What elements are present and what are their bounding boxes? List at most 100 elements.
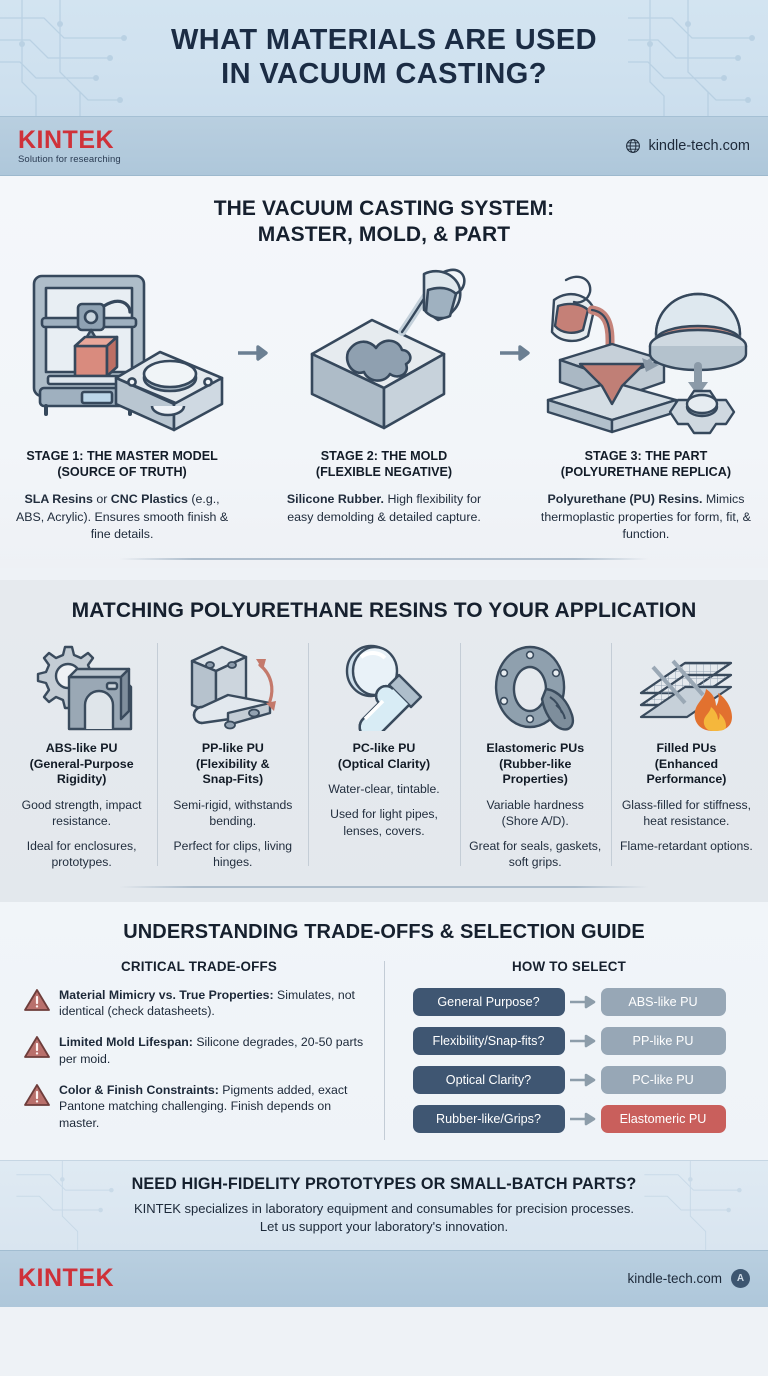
section-matching-resins: MATCHING POLYURETHANE RESINS TO YOUR APP… xyxy=(0,579,768,903)
stage-3-caption: STAGE 3: THE PART (POLYURETHANE REPLICA) xyxy=(561,449,731,481)
resin-pc-like-pu: PC-like PU (Optical Clarity) Water-clear… xyxy=(308,639,459,870)
stage-1-material-1: SLA Resins xyxy=(24,491,93,506)
resin-5-p2: Flame-retardant options. xyxy=(620,839,753,854)
resin-1-name: ABS-like PU (General-Purpose Rigidity) xyxy=(30,741,134,788)
gasket-ring-icon xyxy=(495,646,575,731)
resin-4-name-line2: (Rubber-like xyxy=(499,756,572,771)
page-title-line2: IN VACUUM CASTING? xyxy=(221,58,547,90)
stage-2-material: Silicone Rubber. xyxy=(286,491,384,506)
section3-title: UNDERSTANDING TRADE-OFFS & SELECTION GUI… xyxy=(123,921,645,944)
footer-badge-letter: A xyxy=(736,1272,745,1284)
arrow-right-icon xyxy=(569,1073,595,1086)
selection-question[interactable]: Flexibility/Snap-fits? xyxy=(412,1026,565,1055)
flow-arrow xyxy=(565,1112,601,1126)
page-header: WHAT MATERIALS ARE USED IN VACUUM CASTIN… xyxy=(0,0,768,116)
stage-3-body: Polyurethane (PU) Resins. Mimics thermop… xyxy=(534,491,758,544)
site-url[interactable]: kindle-tech.com xyxy=(625,138,750,154)
selection-row: Flexibility/Snap-fits? PP-like PU xyxy=(394,1026,744,1055)
resin-2-p1: Semi-rigid, withstands bending. xyxy=(173,797,293,828)
globe-icon xyxy=(626,139,641,153)
tradeoff-item: Limited Mold Lifespan: Silicone degrades… xyxy=(24,1034,374,1067)
page-title: WHAT MATERIALS ARE USED IN VACUUM CASTIN… xyxy=(171,24,597,92)
how-to-select-column: HOW TO SELECT General Purpose? ABS-like … xyxy=(384,959,754,1146)
tradeoff-item: Material Mimicry vs. True Properties: Si… xyxy=(24,987,374,1020)
resin-4-p1: Variable hardness (Shore A/D). xyxy=(486,797,584,828)
stage-1-body: SLA Resins or CNC Plastics (e.g., ABS, A… xyxy=(10,491,234,544)
warning-triangle-icon xyxy=(24,1084,50,1106)
resin-5-name-line3: Performance) xyxy=(646,772,727,787)
selection-row: General Purpose? ABS-like PU xyxy=(394,987,744,1016)
stage-3-caption-line1: STAGE 3: THE PART xyxy=(584,449,708,464)
resin-2-name: PP-like PU (Flexibility & Snap-Fits) xyxy=(196,741,270,788)
footer-site-text: kindle-tech.com xyxy=(627,1271,722,1287)
section-tradeoffs-selection: UNDERSTANDING TRADE-OFFS & SELECTION GUI… xyxy=(0,902,768,1161)
stage-1-caption: STAGE 1: THE MASTER MODEL (SOURCE OF TRU… xyxy=(26,449,217,481)
resin-pp-like-pu: PP-like PU (Flexibility & Snap-Fits) Sem… xyxy=(157,639,308,870)
resin-2-illustration xyxy=(180,639,286,731)
stage-1-conjunction: or xyxy=(92,491,111,506)
site-url-text: kindle-tech.com xyxy=(648,138,750,154)
kintek-tagline: Solution for researching xyxy=(18,153,121,165)
resin-5-name: Filled PUs (Enhanced Performance) xyxy=(646,741,726,788)
glass-fill-flame-icon xyxy=(640,660,733,732)
selection-answer[interactable]: PC-like PU xyxy=(600,1065,726,1094)
warning-triangle-icon xyxy=(24,1036,50,1059)
stage-2-caption: STAGE 2: THE MOLD (FLEXIBLE NEGATIVE) xyxy=(316,449,452,481)
flow-arrow xyxy=(565,1073,601,1087)
selection-question[interactable]: Optical Clarity? xyxy=(412,1065,565,1094)
arrow-right-icon xyxy=(238,345,268,361)
3d-printer-and-master-icon xyxy=(32,274,223,432)
stage-2-caption-line2: (FLEXIBLE NEGATIVE) xyxy=(315,465,453,480)
resin-4-name-line3: Properties) xyxy=(502,772,568,787)
stage-2: STAGE 2: THE MOLD (FLEXIBLE NEGATIVE) Si… xyxy=(272,263,496,526)
footer-bar: KINTEK kindle-tech.com A xyxy=(0,1249,768,1307)
stage-arrow-1 xyxy=(234,263,272,443)
arrow-right-icon xyxy=(569,1112,595,1125)
cta-banner: NEED HIGH-FIDELITY PROTOTYPES OR SMALL-B… xyxy=(0,1160,768,1250)
resin-1-p2: Ideal for enclosures, prototypes. xyxy=(26,839,137,870)
section-divider-1 xyxy=(119,557,649,560)
selection-question[interactable]: General Purpose? xyxy=(412,987,565,1016)
selection-flow: General Purpose? ABS-like PU Flexibility… xyxy=(394,987,744,1133)
cta-line2: Let us support your laboratory's innovat… xyxy=(259,1218,509,1234)
tradeoffs-columns: CRITICAL TRADE-OFFS Material Mimicry vs.… xyxy=(0,959,768,1146)
resin-1-name-line2: (General-Purpose xyxy=(29,756,134,771)
tradeoff-text: Color & Finish Constraints: Pigments add… xyxy=(59,1082,374,1131)
resin-1-p1: Good strength, impact resistance. xyxy=(21,797,142,828)
selection-answer[interactable]: ABS-like PU xyxy=(600,987,726,1016)
stage-3-illustration xyxy=(538,263,753,443)
selection-row: Rubber-like/Grips? Elastomeric PU xyxy=(394,1104,744,1133)
resin-5-illustration xyxy=(633,639,739,732)
arrow-right-icon xyxy=(569,995,595,1008)
selection-row: Optical Clarity? PC-like PU xyxy=(394,1065,744,1094)
resin-3-p2: Used for light pipes, lenses, covers. xyxy=(330,807,438,838)
critical-tradeoffs-heading: CRITICAL TRADE-OFFS xyxy=(120,958,278,974)
stage-arrow-2 xyxy=(496,263,534,443)
flow-arrow xyxy=(565,995,601,1009)
arrow-right-icon xyxy=(569,1034,595,1047)
resin-4-name-line1: Elastomeric PUs xyxy=(486,741,585,756)
footer-badge-icon: A xyxy=(731,1269,750,1289)
tradeoff-detail: Silicone degrades, 20-50 parts per moid. xyxy=(59,1035,364,1066)
selection-answer[interactable]: PP-like PU xyxy=(600,1026,726,1055)
selection-question[interactable]: Rubber-like/Grips? xyxy=(412,1104,565,1133)
tradeoff-detail: Simulates, not identical (check datashee… xyxy=(59,987,355,1018)
resin-1-name-line3: Rigidity) xyxy=(56,772,107,787)
resin-4-illustration xyxy=(482,639,588,731)
tradeoff-text: Limited Mold Lifespan: Silicone degrades… xyxy=(59,1034,374,1067)
resin-3-p1: Water-clear, tintable. xyxy=(328,782,440,797)
stage-1-caption-line1: STAGE 1: THE MASTER MODEL xyxy=(26,449,218,464)
section1-title: THE VACUUM CASTING SYSTEM: MASTER, MOLD,… xyxy=(0,196,768,247)
kintek-wordmark: KINTEK xyxy=(18,125,115,154)
cta-line1: KINTEK specializes in laboratory equipme… xyxy=(133,1201,635,1217)
resin-2-name-line2: (Flexibility & xyxy=(195,756,270,771)
stage-2-illustration xyxy=(294,263,474,443)
footer-kintek-wordmark: KINTEK xyxy=(18,1264,115,1293)
selection-answer-highlight[interactable]: Elastomeric PU xyxy=(600,1104,726,1133)
footer-site[interactable]: kindle-tech.com A xyxy=(627,1269,750,1289)
stages-row: STAGE 1: THE MASTER MODEL (SOURCE OF TRU… xyxy=(0,263,768,544)
resin-2-name-line3: Snap-Fits) xyxy=(202,772,264,787)
stage-1-caption-line2: (SOURCE OF TRUTH) xyxy=(57,465,187,480)
gear-and-housing-icon xyxy=(36,646,132,731)
